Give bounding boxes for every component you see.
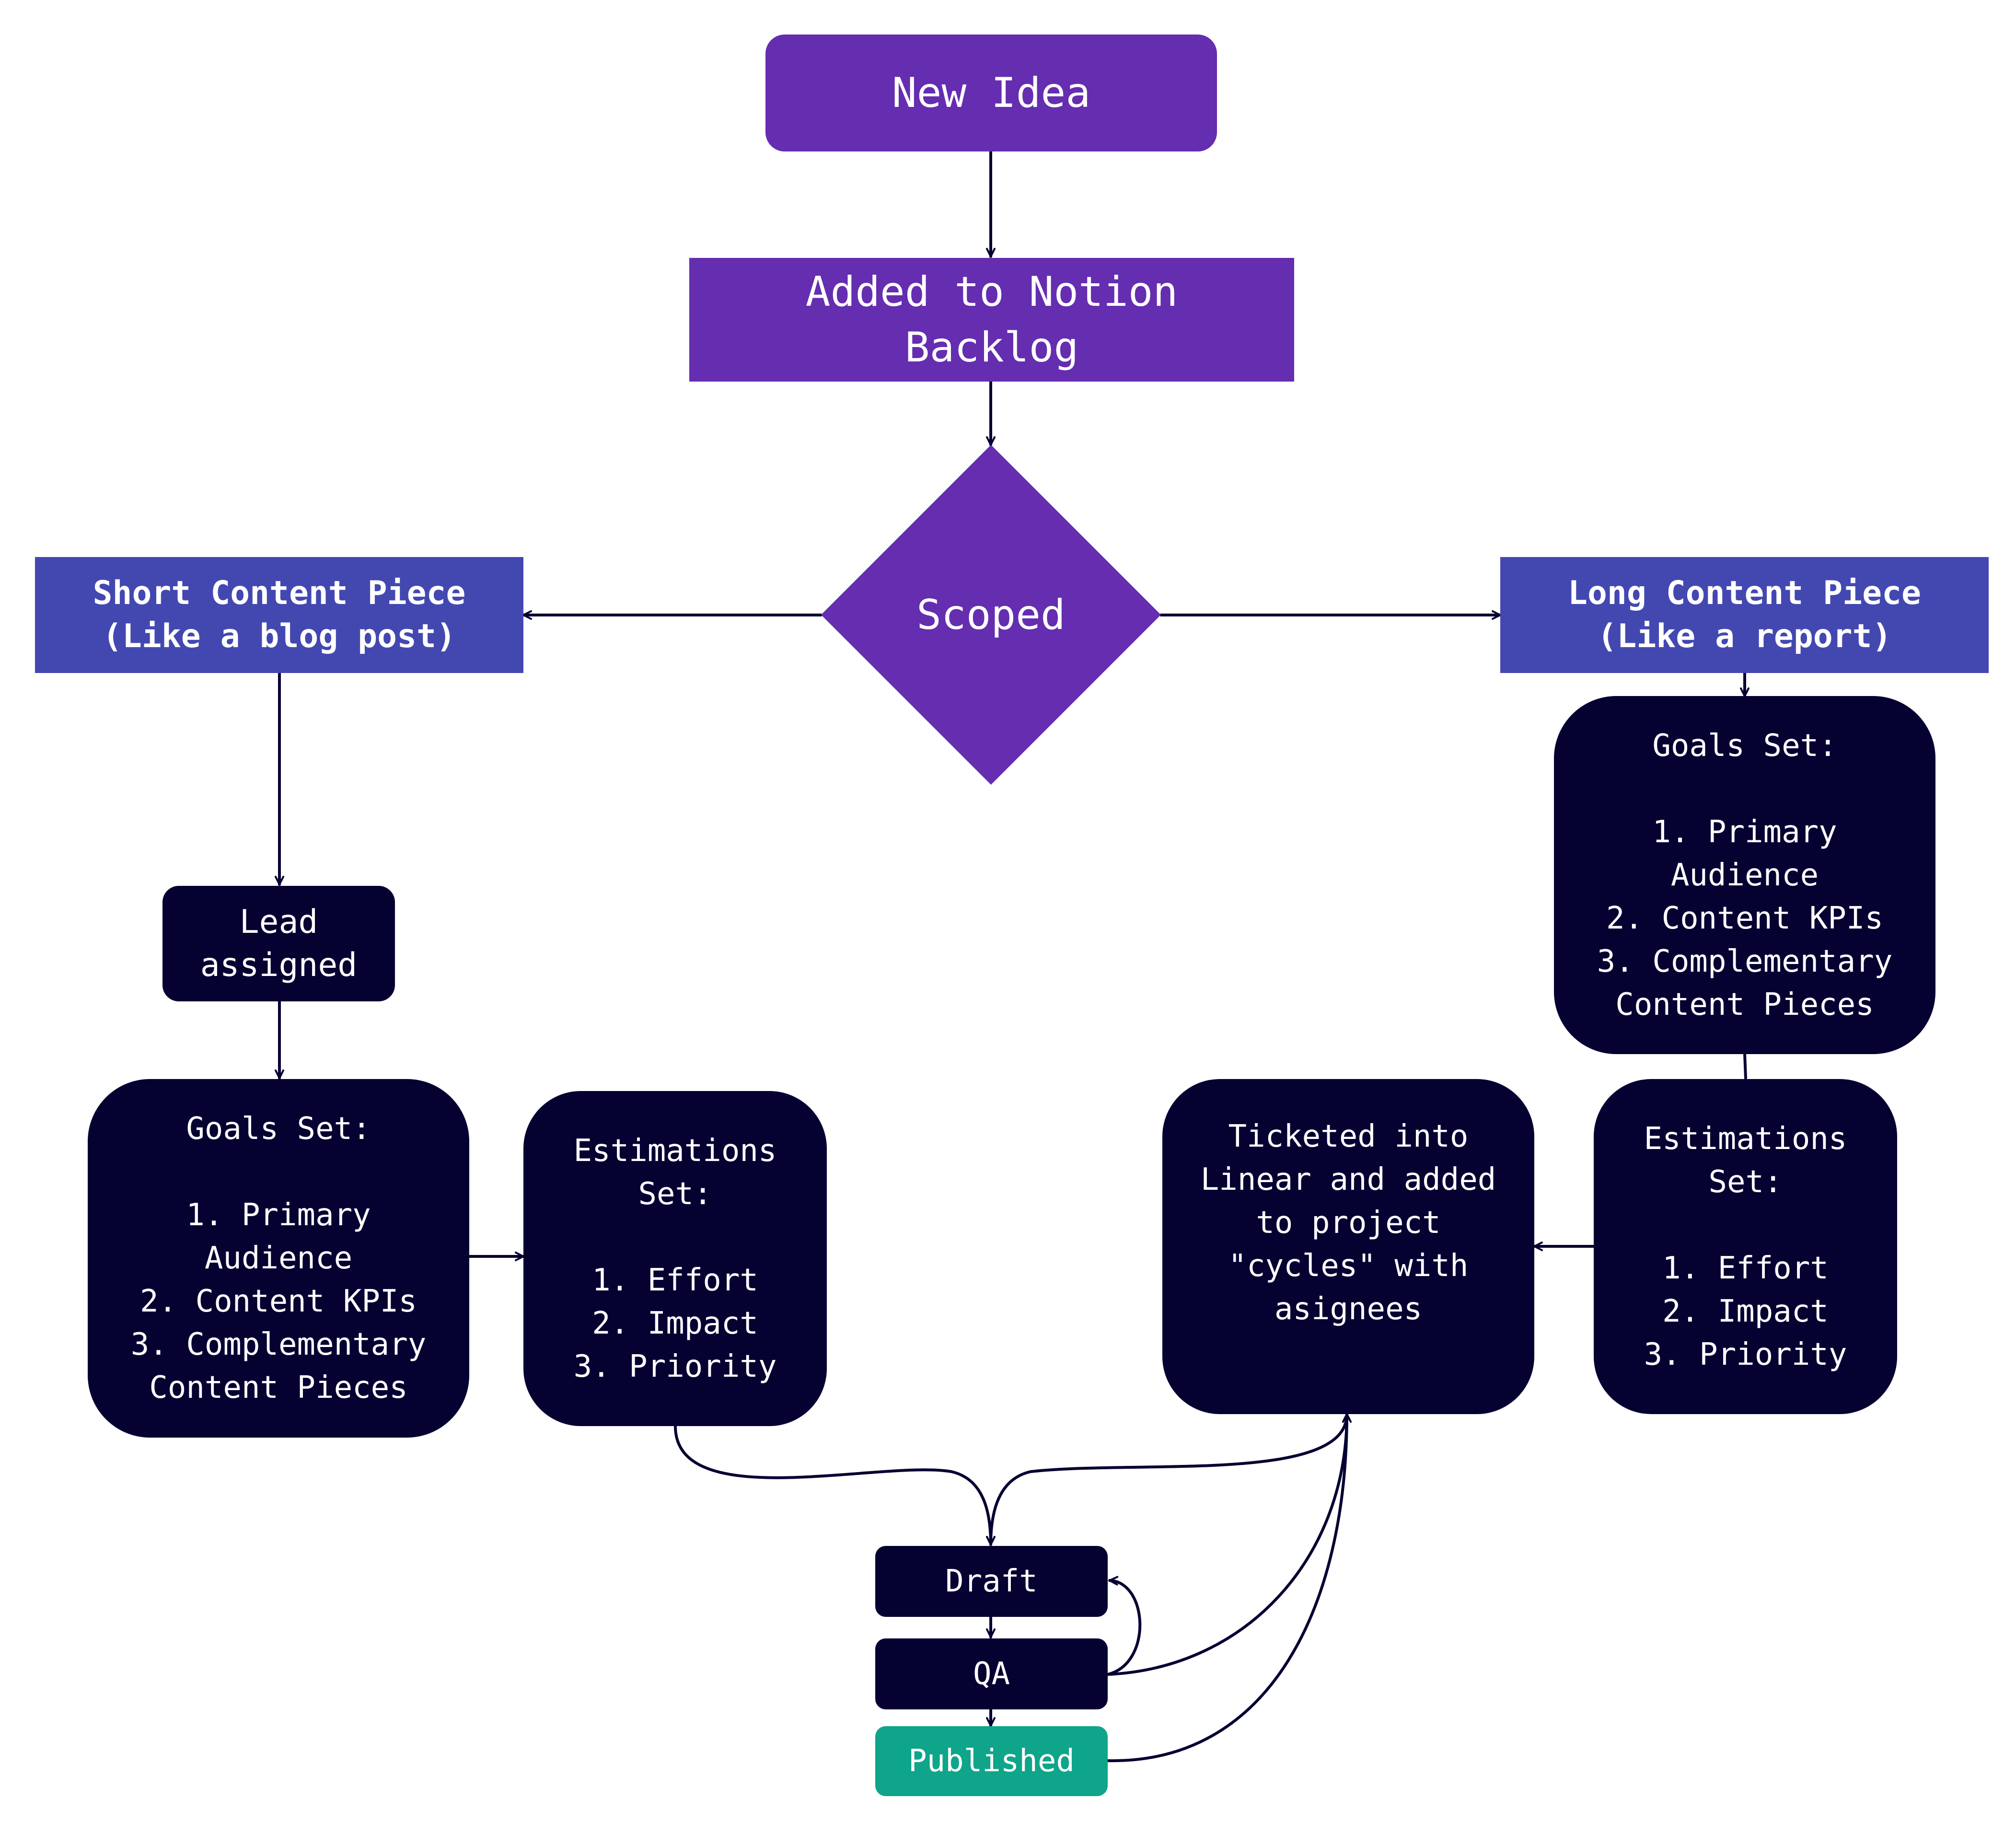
- scoped-label: Scoped: [916, 591, 1066, 639]
- scoped-decision-node: [821, 445, 1161, 785]
- notion-backlog-node: Added to Notion Backlog: [689, 258, 1294, 382]
- edge-published-ticketed: [1106, 1413, 1352, 1763]
- draft-node: Draft: [875, 1546, 1108, 1617]
- edge-qa-ticketed: [1106, 1413, 1352, 1676]
- long-content-piece-node: Long Content Piece (Like a report): [1500, 557, 1989, 673]
- lead-assigned-node: Lead assigned: [162, 886, 395, 1001]
- goals-set-left-node: Goals Set: 1. Primary Audience 2. Conten…: [88, 1079, 469, 1438]
- new-idea-node: New Idea: [765, 35, 1217, 151]
- estimations-set-right-node: Estimations Set: 1. Effort 2. Impact 3. …: [1594, 1079, 1897, 1414]
- ticketed-linear-node: Ticketed into Linear and added to projec…: [1162, 1079, 1534, 1414]
- short-content-piece-node: Short Content Piece (Like a blog post): [35, 557, 523, 673]
- estimations-set-left-node: Estimations Set: 1. Effort 2. Impact 3. …: [523, 1091, 827, 1426]
- edge-qa-draft-loop: [1106, 1576, 1142, 1676]
- diamond-shape: [821, 445, 1161, 785]
- published-node: Published: [875, 1726, 1108, 1796]
- goals-set-right-node: Goals Set: 1. Primary Audience 2. Conten…: [1554, 696, 1935, 1054]
- edge-ticketed-draft: [986, 1413, 1348, 1546]
- qa-node: QA: [875, 1638, 1108, 1709]
- edge-goals-estimations-right: [1743, 1053, 1747, 1080]
- edge-estimations-draft: [674, 1425, 996, 1546]
